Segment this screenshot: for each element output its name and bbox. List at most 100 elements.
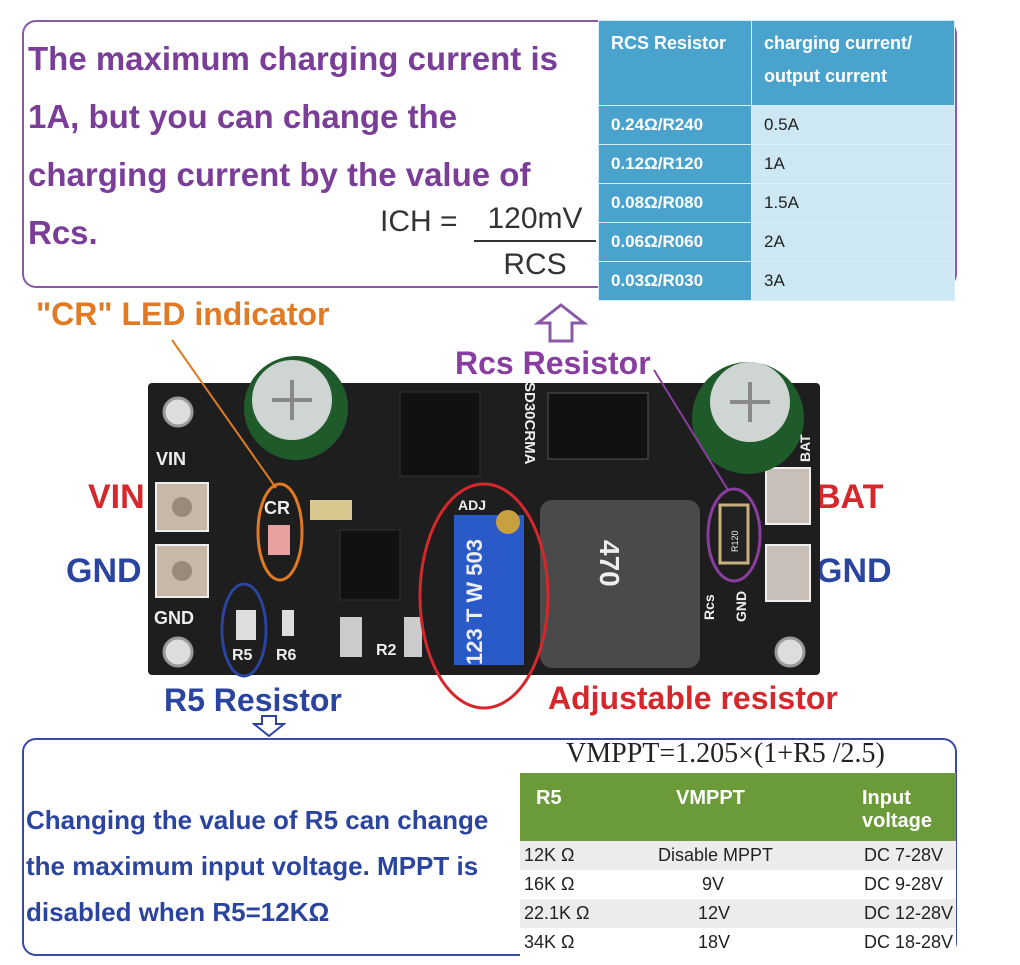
- r5-cell: Disable MPPT: [646, 841, 846, 870]
- bottom-info-panel: [22, 738, 957, 956]
- r5-board-label: R5: [232, 647, 253, 664]
- smd-component: [310, 500, 352, 520]
- ic-chip: [399, 391, 481, 477]
- inductor: [540, 500, 700, 668]
- diode: [547, 392, 649, 460]
- top-description: The maximum charging current is 1A, but …: [28, 40, 558, 251]
- r5-resistor-label: R5 Resistor: [164, 682, 342, 718]
- rcs-cell: 0.5A: [751, 105, 955, 145]
- up-arrow-icon: [533, 303, 589, 348]
- table-row: 12K Ω Disable MPPT DC 7-28V: [520, 841, 956, 870]
- rcs-cell: 2A: [751, 222, 955, 262]
- gnd-board-label: GND: [154, 608, 194, 628]
- r5-cell: 12V: [646, 899, 846, 928]
- table-row: 16K Ω 9V DC 9-28V: [520, 870, 956, 899]
- mount-hole: [162, 396, 194, 428]
- rcs-header-current: charging current/ output current: [751, 20, 955, 106]
- rcs-board-label: Rcs: [701, 594, 717, 620]
- r5-cell: 12K Ω: [520, 841, 646, 870]
- r5-cell: 22.1K Ω: [520, 899, 646, 928]
- cr-led-label: "CR" LED indicator: [36, 296, 330, 332]
- cr-highlight: [256, 482, 304, 582]
- gnd2-terminal: [765, 544, 811, 602]
- pot-label: 123 T W 503: [462, 539, 487, 665]
- mount-hole: [774, 636, 806, 668]
- rcs-cell: 1A: [751, 144, 955, 184]
- bat-board-label: BAT: [797, 434, 813, 462]
- formula-numerator: 120mV: [487, 202, 583, 235]
- vin-label: VIN: [88, 478, 145, 516]
- vmppt-formula: VMPPT=1.205×(1+R5 /2.5): [566, 738, 885, 769]
- gnd-left-label: GND: [66, 552, 142, 590]
- r5-header-input: Input voltage: [846, 773, 956, 841]
- formula-lhs: ICH =: [380, 205, 458, 238]
- fraction-line: [474, 240, 596, 242]
- top-info-panel: [22, 20, 957, 288]
- chip-label: SD30CRMA: [521, 382, 538, 465]
- r5-cell: 18V: [646, 928, 846, 957]
- rcs-cell: 0.24Ω/R240: [598, 105, 752, 145]
- r5-cell: 16K Ω: [520, 870, 646, 899]
- r5-table: R5 VMPPT Input voltage 12K Ω Disable MPP…: [520, 773, 956, 957]
- bat-terminal: [765, 467, 811, 525]
- rcs-cell: 3A: [751, 261, 955, 301]
- r5-cell: DC 9-28V: [846, 870, 956, 899]
- formula-denominator: RCS: [503, 248, 567, 281]
- adjustable-resistor-label: Adjustable resistor: [548, 680, 838, 716]
- r120-resistor: [718, 503, 750, 565]
- bat-label: BAT: [816, 478, 884, 516]
- r5-cell: DC 12-28V: [846, 899, 956, 928]
- formula-fraction: 120mV RCS: [474, 202, 596, 282]
- r5-table-header: R5 VMPPT Input voltage: [520, 773, 956, 841]
- rcs-header-resistor: RCS Resistor: [598, 20, 752, 106]
- rcs-highlight: [706, 487, 762, 583]
- terminal-hole: [172, 561, 192, 581]
- adj-board-label: ADJ: [458, 497, 486, 513]
- r2-board-label: R2: [376, 642, 397, 659]
- smd-component: [340, 617, 362, 657]
- rcs-cell: 0.08Ω/R080: [598, 183, 752, 223]
- table-row: 22.1K Ω 12V DC 12-28V: [520, 899, 956, 928]
- rcs-cell: 0.03Ω/R030: [598, 261, 752, 301]
- r5-highlight: [220, 582, 268, 678]
- down-arrow-icon: [251, 714, 287, 743]
- gnd2-board-label: GND: [733, 591, 749, 622]
- r6-board-label: R6: [276, 647, 297, 664]
- r120-label: R120: [730, 530, 740, 552]
- table-row: 34K Ω 18V DC 18-28V: [520, 928, 956, 957]
- terminal-hole: [172, 497, 192, 517]
- pot-screw: [496, 510, 520, 534]
- rcs-resistor-label: Rcs Resistor: [455, 345, 651, 381]
- r5-header-vmppt: VMPPT: [646, 773, 846, 841]
- r5-cell: DC 18-28V: [846, 928, 956, 957]
- gnd-right-label: GND: [816, 552, 892, 590]
- rcs-table-header: RCS Resistor charging current/ output cu…: [598, 20, 955, 106]
- potentiometer: [454, 515, 524, 665]
- r5-cell: 9V: [646, 870, 846, 899]
- mount-hole: [162, 636, 194, 668]
- rcs-pointer: [653, 369, 729, 491]
- r5-header-r5: R5: [520, 773, 646, 841]
- r5-component: [236, 610, 256, 640]
- bottom-description: Changing the value of R5 can change the …: [26, 805, 489, 927]
- vin-board-label: VIN: [156, 449, 186, 469]
- rcs-cell: 1.5A: [751, 183, 955, 223]
- cr-led: [268, 525, 290, 555]
- adj-highlight: [418, 482, 550, 710]
- r6-component: [282, 610, 294, 636]
- rcs-cell: 0.12Ω/R120: [598, 144, 752, 184]
- cr-pointer: [171, 339, 277, 489]
- rcs-cell: 0.06Ω/R060: [598, 222, 752, 262]
- smd-component: [404, 617, 422, 657]
- ic-chip-2: [339, 529, 401, 601]
- r5-cell: DC 7-28V: [846, 841, 956, 870]
- r5-cell: 34K Ω: [520, 928, 646, 957]
- inductor-label: 470: [594, 540, 625, 587]
- rcs-table: RCS Resistor charging current/ output cu…: [598, 20, 955, 301]
- cr-board-label: CR: [264, 498, 290, 518]
